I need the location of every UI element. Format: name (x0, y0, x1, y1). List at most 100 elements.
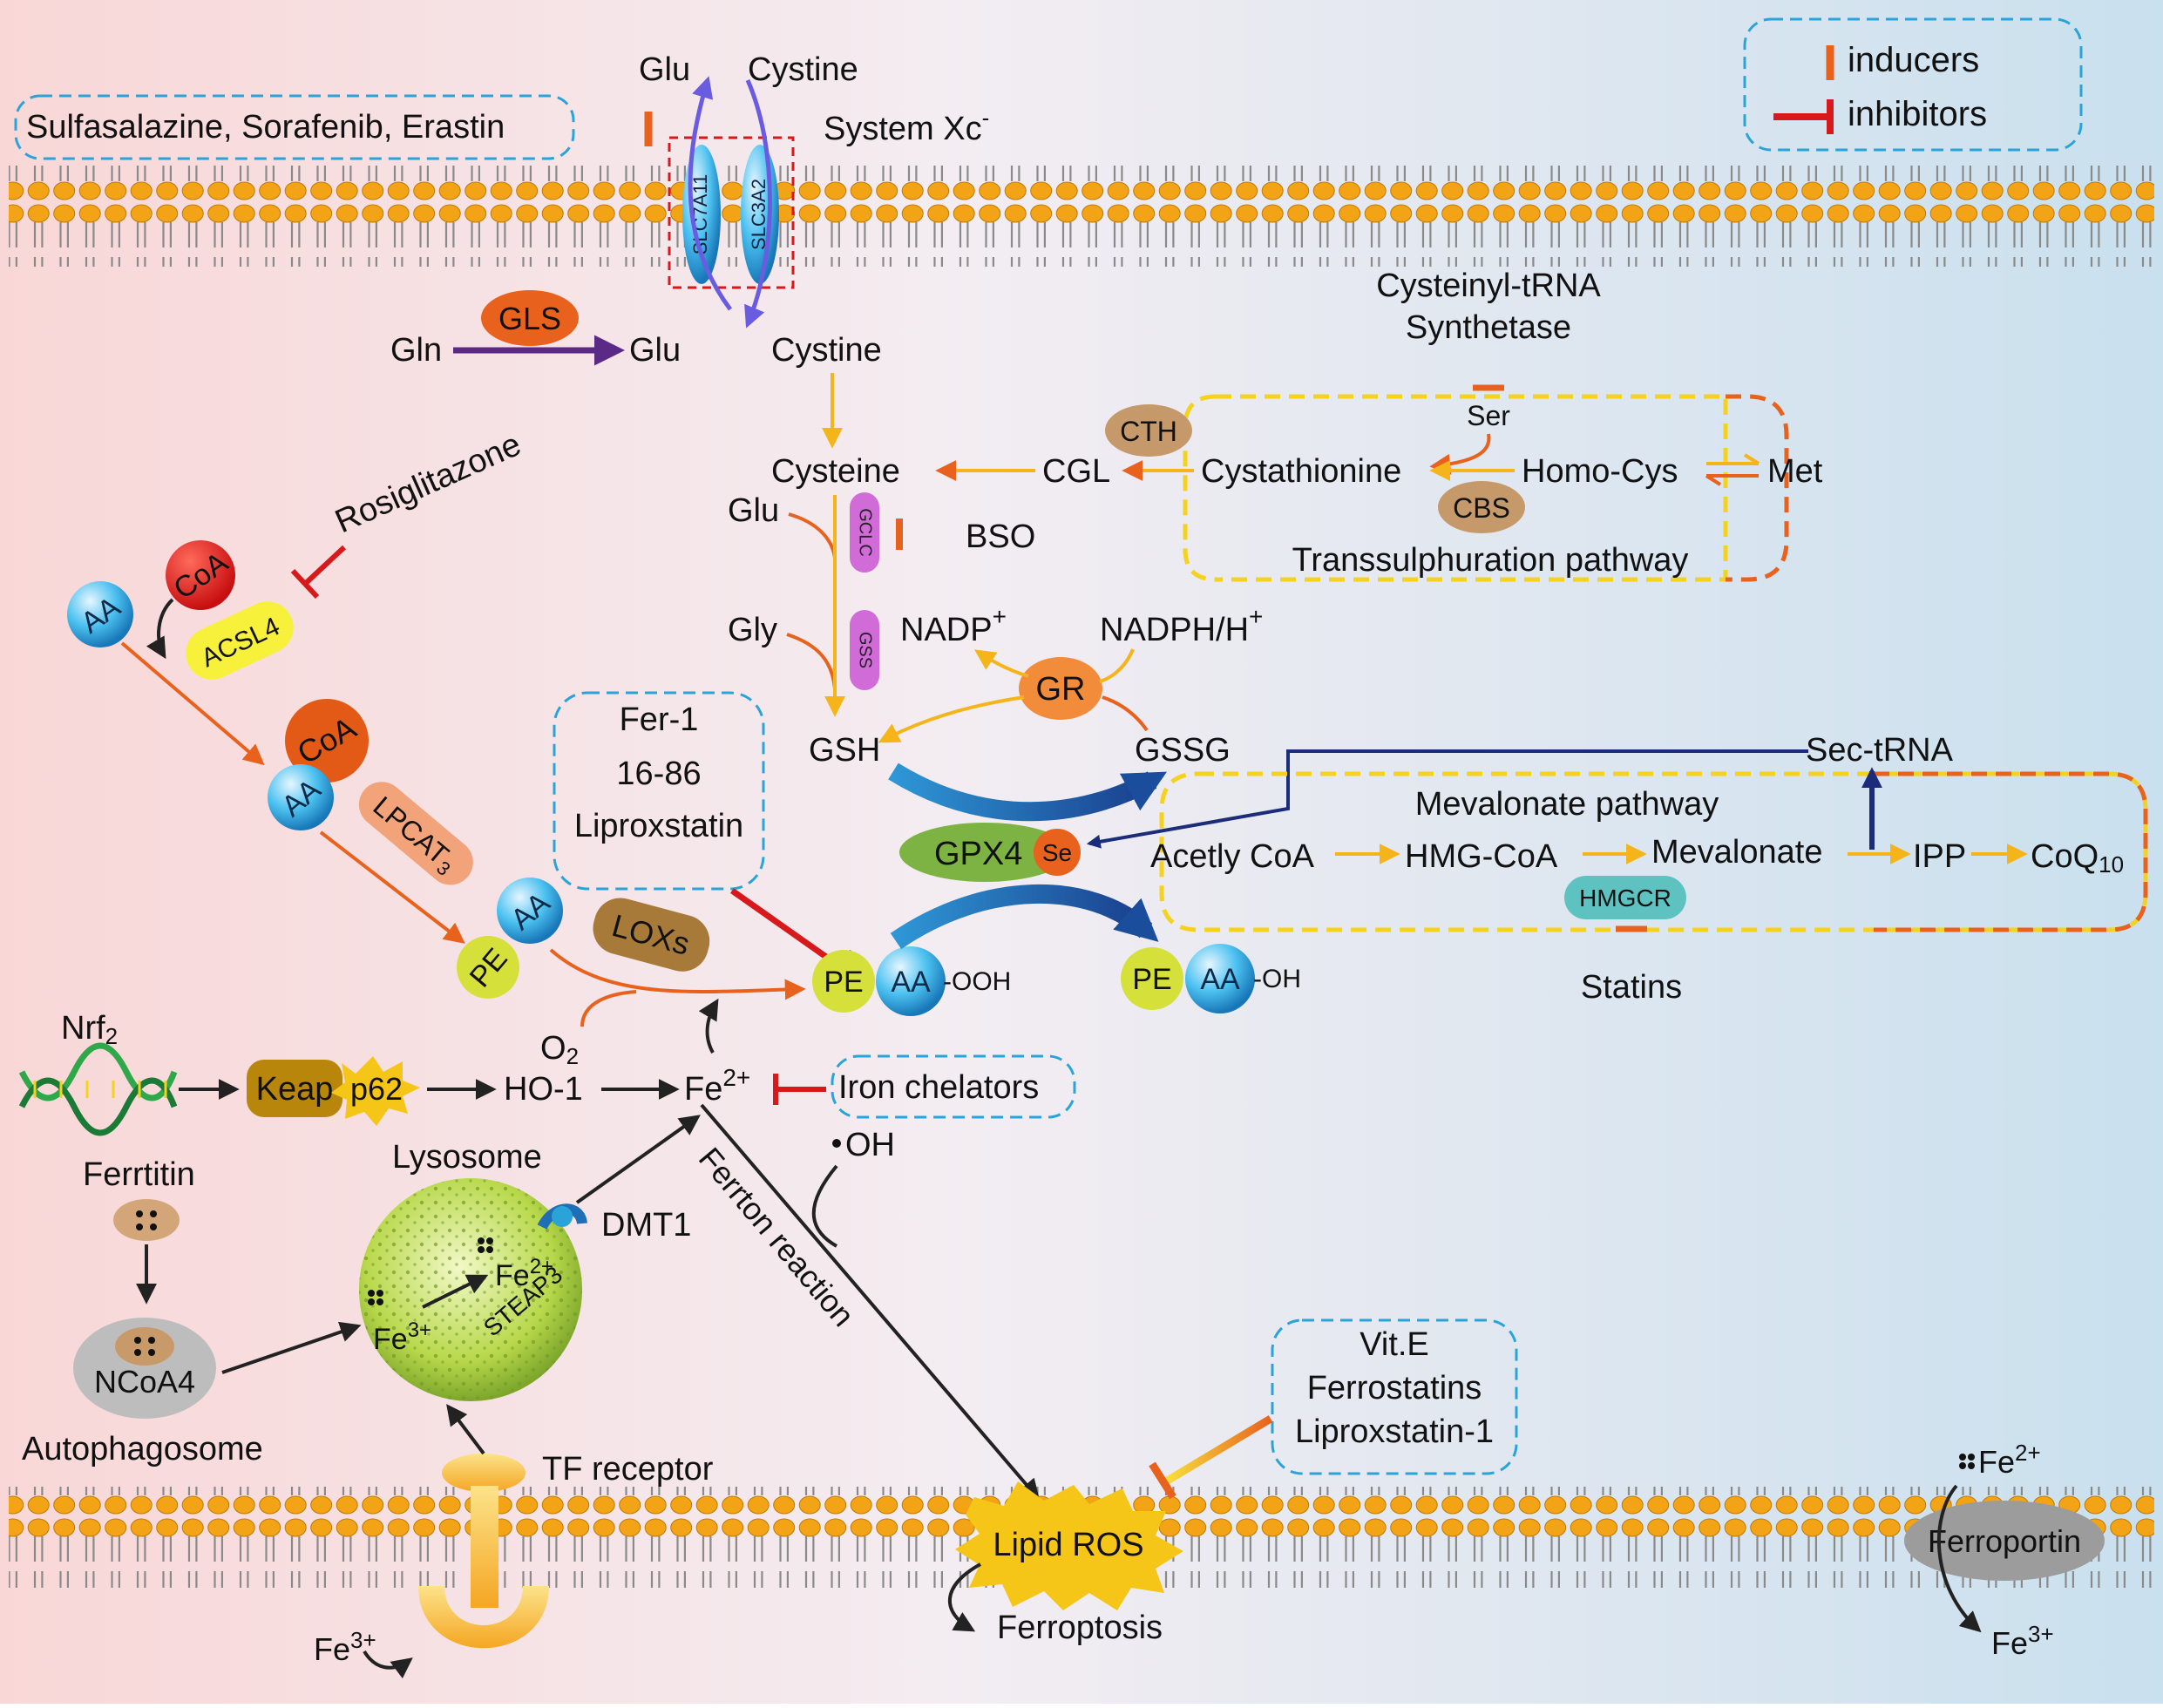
tf-receptor (418, 1454, 549, 1649)
sec-trna-to-gpx4-line (1086, 749, 1808, 849)
cystathionine-label: Cystathionine (1201, 453, 1401, 490)
mevalonate-title: Mevalonate pathway (1415, 786, 1719, 823)
glu-out-label: Glu (639, 51, 690, 88)
acetyl-coa-label: Acetly CoA (1150, 838, 1315, 875)
fer1-label: Fer-1 (620, 702, 699, 738)
legend: inducers inhibitors (1743, 17, 2083, 152)
gr-enzyme (1019, 657, 1102, 720)
system-xc-box (668, 136, 795, 289)
liproxstatin1-label: Liproxstatin-1 (1295, 1413, 1494, 1450)
cystine-inner-label: Cystine (771, 332, 882, 369)
bso-inhibitor-symbol (896, 518, 954, 550)
sec-trna-label: Sec-tRNA (1806, 732, 1954, 769)
aa-label-5: AA (1200, 963, 1240, 996)
lipid-ros-label: Lipid ROS (993, 1527, 1143, 1563)
fe2-export-dots-icon (1959, 1454, 1975, 1469)
aa-ball-1 (67, 581, 133, 647)
gls-label: GLS (498, 301, 561, 336)
ferroportin (1904, 1501, 2105, 1581)
gssg-label: GSSG (1135, 732, 1231, 769)
transsulfuration-box (1216, 394, 1728, 582)
cbs-label: CBS (1453, 492, 1510, 524)
cbs-enzyme (1438, 481, 1525, 533)
lpcat3-enzyme (358, 782, 473, 885)
aa-ball-5 (1185, 944, 1255, 1013)
fe3-to-tf-arrow (363, 1650, 413, 1679)
synthetase-label: Synthetase (1406, 309, 1571, 346)
met-label: Met (1767, 453, 1823, 490)
rosiglitazone-inhibition-symbol (290, 545, 347, 600)
iron-chelators-box (831, 1054, 1076, 1119)
aa-label-4: AA (891, 966, 931, 999)
peaa-to-peaaooh-arrow (549, 948, 806, 1000)
cystine-out-label: Cystine (748, 51, 858, 88)
loxs-enzyme (593, 898, 710, 972)
iron-chelators-label: Iron chelators (838, 1069, 1039, 1106)
legend-inhibitors: inhibitors (1848, 95, 1987, 133)
dna-helix-icon (18, 1042, 178, 1136)
aa-ball-3 (497, 878, 563, 944)
system-xc-label: System Xc- (824, 105, 989, 147)
p62-star (331, 1056, 420, 1126)
fe3-export-label: Fe3+ (1991, 1621, 2054, 1661)
ferrostatins-label: Ferrostatins (1307, 1370, 1482, 1406)
cysteinyl-trna-label: Cysteinyl-tRNA (1376, 268, 1601, 304)
mevalonate-box (1159, 771, 2148, 932)
ser-label: Ser (1467, 400, 1510, 431)
legend-inducers: inducers (1848, 41, 1979, 79)
fe3-extracellular-label: Fe3+ (314, 1627, 376, 1667)
ferroportin-label: Ferroportin (1928, 1523, 2081, 1559)
gr-to-gsh-arrow (878, 695, 1025, 743)
o2-join-line (580, 990, 637, 1027)
fenton-reaction-arrow (700, 1103, 1041, 1501)
fe2-label: Fe2+ (684, 1064, 750, 1108)
selenium-ball (1034, 829, 1081, 876)
dmt1-label: DMT1 (601, 1207, 691, 1244)
cth-label: CTH (1120, 416, 1177, 447)
fe2-lyso-label: Fe2+ (495, 1255, 553, 1292)
inhibitor-16-86-label: 16-86 (616, 756, 701, 792)
pe-ball-1 (457, 936, 519, 999)
gr-label: GR (1036, 671, 1086, 708)
ho1-label: HO-1 (504, 1071, 583, 1108)
autophagosome (73, 1318, 216, 1419)
transsulfuration-title: Transsulphuration pathway (1292, 542, 1689, 579)
gsh-to-gssg-curved-arrow (888, 762, 1167, 822)
ncoa4-ferritin-icon (115, 1327, 174, 1366)
statins-inducer-symbol (1616, 925, 1647, 967)
mevalonate-label: Mevalonate (1651, 834, 1822, 871)
gclc-label: GCLC (856, 508, 875, 557)
se-label: Se (1042, 839, 1072, 866)
vit-e-label: Vit.E (1360, 1326, 1429, 1363)
ros-inducer-symbol (1149, 1415, 1273, 1500)
ipp-label: IPP (1913, 838, 1966, 875)
gly-label: Gly (728, 612, 777, 648)
nadph-label: NADPH/H+ (1100, 603, 1263, 648)
o2-label: O2 (540, 1030, 579, 1069)
gss-label: GSS (856, 632, 875, 668)
fe2-dots-icon (478, 1237, 493, 1253)
oh-radical-label: OH (845, 1127, 895, 1163)
oh-radical-line (811, 1164, 838, 1248)
xc-drug-list: Sulfasalazine, Sorafenib, Erastin (26, 109, 505, 146)
hmg-coa-label: HMG-CoA (1405, 838, 1558, 875)
gln-label: Gln (390, 332, 442, 369)
cgl-label: CGL (1042, 453, 1110, 490)
liproxstatin-label: Liproxstatin (574, 808, 743, 844)
coa-ball-1 (166, 540, 235, 610)
bso-label: BSO (966, 518, 1035, 555)
fe3-dots-icon (368, 1290, 383, 1305)
aa-to-aacoa-arrow (120, 641, 265, 766)
cysteine-label: Cysteine (771, 453, 900, 490)
gpx4-enzyme (899, 823, 1070, 882)
inhibitor-legend-icon (1773, 99, 1834, 134)
gclc-enzyme (850, 492, 879, 573)
coq10-label: CoQ10 (2031, 838, 2124, 878)
nadph-to-gr-arrow (1099, 648, 1135, 683)
ferroportin-export-arrow (1937, 1484, 1982, 1633)
hmgcr-enzyme (1564, 876, 1686, 919)
p62-label: p62 (350, 1071, 403, 1107)
aacoa-to-peaa-arrow (319, 830, 465, 944)
peaaooh-to-peaaoh-curved-arrow (890, 884, 1159, 950)
system-xc-drugs: Sulfasalazine, Sorafenib, Erastin (14, 94, 575, 160)
